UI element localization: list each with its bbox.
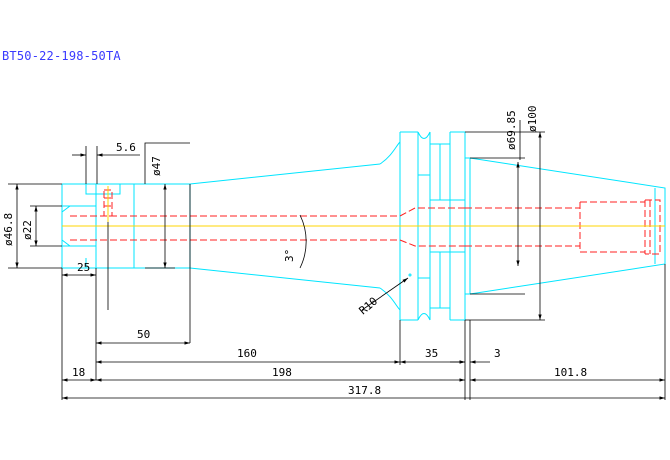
dim-198: 198 [272,366,292,379]
dim-160: 160 [237,347,257,360]
dim-phi47: ø47 [150,156,163,176]
dim-25: 25 [77,261,90,274]
dim-3-deg: 3° [283,249,296,262]
part-outline [61,131,666,321]
dim-phi100: ø100 [526,106,539,133]
dim-35: 35 [425,347,438,360]
dim-phi69-85: ø69.85 [505,110,518,150]
dim-317-8: 317.8 [348,384,381,397]
dim-phi46-8: ø46.8 [2,213,15,246]
dim-50: 50 [137,328,150,341]
dim-r10: R10 [357,295,381,318]
drawing-title: BT50-22-198-50TA [2,49,121,63]
dim-101-8: 101.8 [554,366,587,379]
dimension-lines [8,120,666,400]
hidden-lines [70,189,661,255]
dimension-labels: 5.6 ø47 ø46.8 ø22 25 50 160 35 3 18 198 … [2,106,587,398]
dim-phi22: ø22 [21,220,34,240]
dim-3: 3 [494,347,501,360]
dim-5-6: 5.6 [116,141,136,154]
dim-18: 18 [72,366,85,379]
